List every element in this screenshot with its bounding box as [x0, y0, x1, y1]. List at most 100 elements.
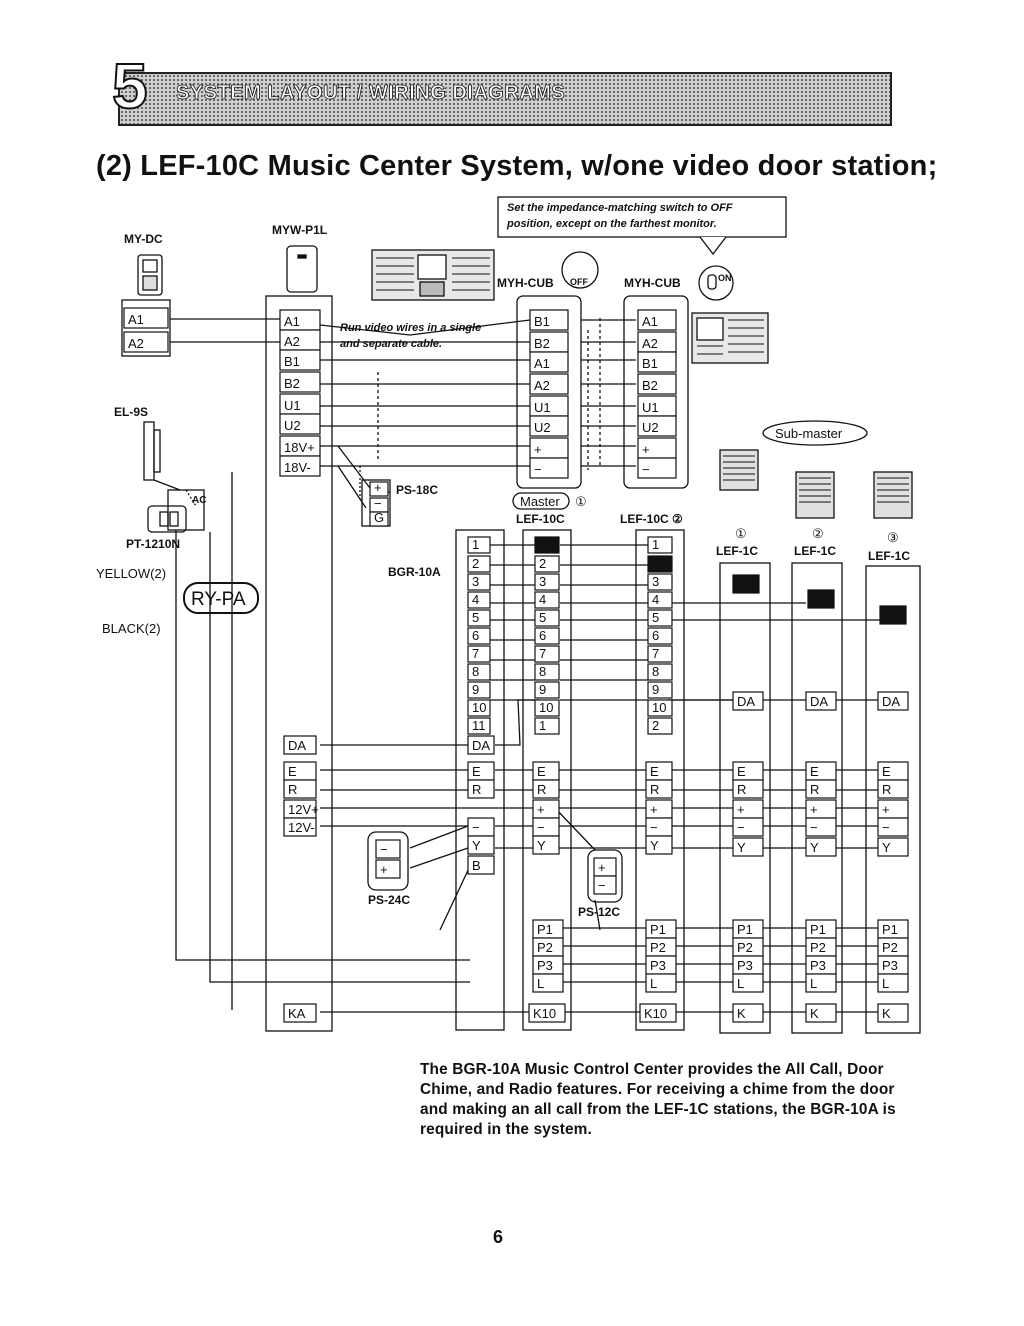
- lef10c-1-bottom-terminal-1-box: [532, 779, 560, 799]
- lef1c-1-bottom-terminal-4-box: [732, 817, 764, 837]
- bgr-10a-terminal-7-box: [467, 663, 491, 681]
- lef10c-2-terminal-5-box: [647, 627, 673, 645]
- my-dc-terminal-0: A1: [128, 312, 144, 327]
- lef10c-2-bottom-terminal-1: R: [650, 782, 659, 797]
- myh-cub-2-column: [623, 295, 689, 489]
- p-terminals-1-terminal-2: P3: [650, 958, 666, 973]
- ry-pa-relay: [183, 582, 259, 614]
- lef1c-2-bottom-terminal-4-box: [805, 817, 837, 837]
- el-9s-label: EL-9S: [114, 405, 148, 419]
- lef1c-2-bottom-terminal-5-box: [805, 837, 837, 857]
- myw-p1l-terminal-1: A2: [284, 334, 300, 349]
- bgr-10a-terminal-9: 10: [472, 700, 486, 715]
- lef10c-2-terminal-8-box: [647, 681, 673, 699]
- impedance-note-line2: position, except on the farthest monitor…: [506, 218, 717, 230]
- myw-p1l-bottom-terminal-2: R: [288, 782, 297, 797]
- master-label-oval: [512, 492, 570, 510]
- lef10c-2-terminal-7: 8: [652, 664, 659, 679]
- ps-12c-terminal-0: +: [598, 860, 606, 875]
- myh-cub-2-terminal-2-box: [637, 351, 677, 373]
- bgr-10a-terminal-5: 6: [472, 628, 479, 643]
- bgr-10a-bottom-terminal-5-box: [467, 855, 495, 875]
- terminal-labels: A1A2A1A2B1B2U1U218V+18V-DAER12V+12V-KAB1…: [123, 307, 909, 1023]
- lef10c-1-terminal-6: 7: [539, 646, 546, 661]
- myh-cub-1-terminal-7: −: [534, 462, 542, 477]
- p-terminals-3-terminal-2: P3: [810, 958, 826, 973]
- lef1c-1-bottom-terminal-5-box: [732, 837, 764, 857]
- page-title: (2) LEF-10C Music Center System, w/one v…: [96, 150, 938, 182]
- bgr-10a-bottom-terminal-4: Y: [472, 838, 481, 853]
- myh-cub-2-label: MYH-CUB: [624, 276, 681, 290]
- bgr-10a-terminal-10: 11: [472, 718, 486, 733]
- lef10c-1-terminal-0: C: [539, 537, 549, 552]
- p-terminals-2-terminal-1: P2: [737, 940, 753, 955]
- lef1c-3-bottom-terminal-4-box: [877, 817, 909, 837]
- p-terminals-4-terminal-1: P2: [882, 940, 898, 955]
- lef1c-3-c-box: [879, 605, 907, 625]
- lef10c-2-terminal-1: C: [652, 556, 662, 571]
- ps-12c-power-supply: [587, 849, 623, 903]
- myh-cub-1-terminal-2: A1: [534, 356, 550, 371]
- myw-p1l-bottom-terminal-3: 12V+: [288, 802, 319, 817]
- p-terminals-2-terminal-2: P3: [737, 958, 753, 973]
- ps-12c-label: PS-12C: [578, 905, 620, 919]
- yellow-wire-label: YELLOW(2): [96, 566, 166, 581]
- lef10c-1-bottom-terminal-0: E: [537, 764, 546, 779]
- lef10c-1-bottom-terminal-2: +: [537, 802, 545, 817]
- lef1c-2-bottom-terminal-5: Y: [810, 840, 819, 855]
- lef10c-1-terminal-7: 8: [539, 664, 546, 679]
- myw-p1l-bottom-terminal-5: KA: [288, 1006, 306, 1021]
- lef10c-1-terminal-4: 5: [539, 610, 546, 625]
- bgr-10a-terminal-6-box: [467, 645, 491, 663]
- lef1c-3-bottom-terminal-0-box: [877, 691, 909, 711]
- myw-p1l-terminal-6: 18V+: [284, 440, 315, 455]
- lef1c-1-k: K: [737, 1006, 746, 1021]
- myh-cub-2-terminal-3: B2: [642, 378, 658, 393]
- ps-12c-terminal-1: −: [598, 878, 606, 893]
- lef10c-1-column: [522, 529, 572, 1031]
- myw-p1l-bottom-terminal-1: E: [288, 764, 297, 779]
- ps-18c-terminal-2-box: [369, 511, 389, 527]
- myw-p1l-bottom-terminal-5-box: [283, 1003, 317, 1023]
- lef10c-1-terminal-10-box: [534, 717, 560, 735]
- myh-cub-1-terminal-4: U1: [534, 400, 551, 415]
- lef1c-2-number: ②: [812, 526, 824, 541]
- lef10c-2-terminal-1-box: [647, 555, 673, 573]
- lef1c-2-bottom-terminal-2: R: [810, 782, 819, 797]
- lef10c-1-terminal-8: 9: [539, 682, 546, 697]
- lef10c-1-terminal-4-box: [534, 609, 560, 627]
- lef10c-2-bottom-terminal-0: E: [650, 764, 659, 779]
- bgr-10a-bottom-terminal-2-box: [467, 779, 495, 799]
- ps-18c-terminal-0: +: [374, 480, 382, 495]
- myh-cub-1-terminal-3-box: [529, 373, 569, 395]
- myw-p1l-bottom-terminal-2-box: [283, 779, 317, 799]
- lef10c-2-bottom-terminal-4-box: [645, 835, 673, 855]
- lef10c-2-bottom-terminal-3: −: [650, 820, 658, 835]
- lef1c-1-bottom-terminal-0-box: [732, 691, 764, 711]
- master-label: Master: [520, 494, 560, 509]
- lef10c-2-terminal-6-box: [647, 645, 673, 663]
- p-terminals-4-terminal-3: L: [882, 976, 889, 991]
- p-terminals-1-terminal-3: L: [650, 976, 657, 991]
- pt-1210n-transformer: [147, 505, 187, 533]
- lef10c-2-terminal-0: 1: [652, 537, 659, 552]
- lef1c-1-bottom-terminal-2: R: [737, 782, 746, 797]
- myh-cub-2-terminal-5: U2: [642, 420, 659, 435]
- lef10c-1-terminal-0-box: [534, 536, 560, 554]
- myh-cub-2-terminal-2: B1: [642, 356, 658, 371]
- myw-p1l-terminal-7: 18V-: [284, 460, 311, 475]
- lef10c-1-k10-box: [528, 1003, 566, 1023]
- section-header-band: [118, 72, 892, 126]
- bgr-10a-terminal-1-box: [467, 555, 491, 573]
- bgr-10a-terminal-0: 1: [472, 537, 479, 552]
- el-9s-lock: [143, 421, 155, 481]
- my-dc-label: MY-DC: [124, 232, 163, 246]
- off-label: OFF: [570, 277, 588, 287]
- myw-p1l-terminal-2-box: [279, 349, 321, 371]
- lef1c-2-bottom-terminal-3: +: [810, 802, 818, 817]
- lef10c-1-bottom-terminal-1: R: [537, 782, 546, 797]
- lef1c-1-bottom-terminal-1: E: [737, 764, 746, 779]
- page-number: 6: [493, 1227, 504, 1247]
- ps-18c-terminal-0-box: [369, 481, 389, 497]
- bgr-10a-terminal-2-box: [467, 573, 491, 591]
